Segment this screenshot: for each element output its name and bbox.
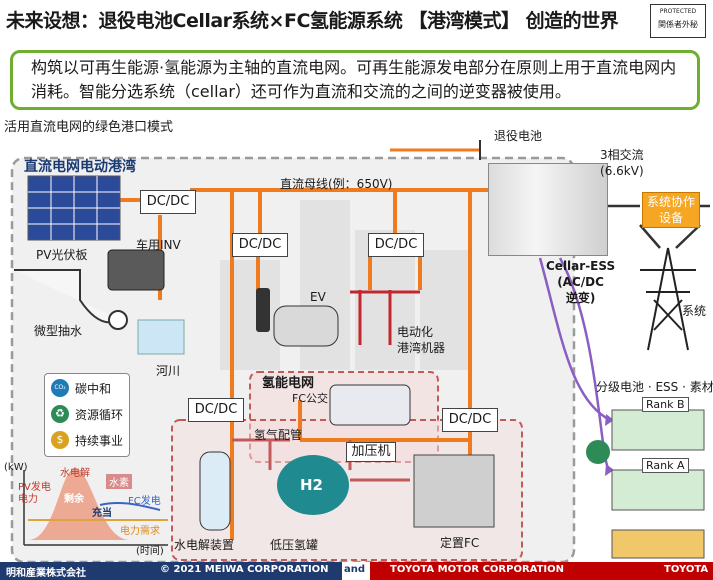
compressor-box: 加压机: [346, 442, 396, 462]
footer-toyota-corp: TOYOTA MOTOR CORPORATION: [390, 564, 565, 575]
rank-b-battery: [611, 409, 705, 451]
dcdc-box-pv: DC/DC: [140, 190, 196, 214]
coop-device-box: 系统协作 设备: [642, 192, 700, 228]
protected-label-jp: 関係者外秘: [658, 20, 698, 29]
ev-icon: [273, 305, 339, 347]
footer-and: and: [344, 564, 366, 575]
crane-icon: [350, 290, 420, 345]
micro-hydro-label: 微型抽水: [34, 324, 83, 338]
power-graph: [23, 468, 168, 546]
material-icon: [611, 529, 705, 559]
inv-label: 车用INV: [136, 238, 181, 252]
graph-fc-label: FC发电: [128, 496, 161, 507]
ship-icon: [137, 319, 185, 355]
coop-label: 系统协作 设备: [646, 195, 695, 225]
river-label: 河川: [156, 364, 181, 378]
graph-hydrogen-label: 水素: [106, 474, 132, 489]
grading-label: 分级电池 · ESS · 素材: [596, 380, 713, 394]
graph-surplus-label: 剩余: [64, 494, 84, 505]
h2-tank-icon: [277, 455, 349, 515]
fc-curve: [99, 501, 161, 511]
electrolyzer-icon: [199, 451, 231, 531]
graph-pv-label: PV发电 电力: [18, 482, 51, 505]
port-machine-label: 电动化 港湾机器: [397, 325, 446, 355]
legend-label: 持续事业: [75, 433, 124, 448]
footer-copyright: © 2021 MEIWA CORPORATION: [160, 564, 329, 575]
h2-pipe-label: 氢气配管: [254, 428, 303, 442]
electrolyzer-label: 水电解装置: [174, 538, 235, 552]
graph-charge-label: 充当: [92, 508, 112, 519]
grading-arrow-head: [605, 414, 614, 426]
intro-text: 构筑以可再生能源·氢能源为主轴的直流电网。可再生能源发电部分在原则上用于直流电网…: [10, 50, 700, 110]
graph-x-unit: (时间): [136, 546, 164, 557]
protected-stamp: PROTECTED 関係者外秘: [650, 4, 706, 38]
inverter-icon: [107, 249, 165, 291]
legend-item: ♻ 资源循环: [51, 405, 123, 423]
graph-demand-label: 电力需求: [120, 526, 160, 537]
money-bag-icon: $: [51, 431, 69, 449]
page-title: 未来设想：退役电池Cellar系统×FC氢能源系统 【港湾模式】 创造的世界: [6, 10, 619, 32]
fc-bus-icon: [329, 384, 411, 426]
dcdc-box-fc: DC/DC: [442, 408, 498, 432]
dc-bus-label: 直流母线(例：650V): [280, 177, 393, 191]
rank-a-label: Rank A: [642, 458, 689, 473]
protected-label: PROTECTED: [659, 8, 697, 15]
ev-label: EV: [310, 290, 326, 304]
zone-title: 直流电网电动港湾: [24, 159, 136, 175]
recycle-icon: ♻: [51, 405, 69, 423]
grading-arrow-head-2: [605, 464, 614, 476]
grid-label: 系统: [682, 304, 707, 318]
fc-bus-label: FC公交: [292, 392, 329, 405]
dcdc-box-ev: DC/DC: [232, 233, 288, 257]
legend-item: $ 持续事业: [51, 431, 123, 449]
rank-a-battery: [611, 469, 705, 511]
legend-item: CO₂ 碳中和: [51, 379, 111, 397]
graph-y-unit: (kW): [4, 462, 28, 473]
legend-label: 资源循环: [75, 407, 124, 422]
co2-icon: CO₂: [51, 379, 69, 397]
footer-bar-red: [370, 562, 713, 580]
graph-electrolysis-label: 水电解: [60, 468, 90, 479]
fc-stationary-label: 定置FC: [440, 536, 480, 550]
grading-arrows: [538, 257, 612, 472]
pv-panel-icon: [27, 175, 121, 241]
footer-meiwa: 明和産業株式会社: [6, 568, 86, 579]
three-phase-label: 3相交流 (6.6kV): [600, 148, 644, 178]
legend: CO₂ 碳中和 ♻ 资源循环 $ 持续事业: [44, 373, 130, 457]
h2-symbol: H2: [300, 476, 323, 494]
footer-toyota: TOYOTA: [664, 564, 709, 575]
cellar-label: Cellar-ESS (AC/DC 逆变): [546, 259, 616, 305]
h2-grid-label: 氢能电网: [262, 376, 315, 391]
legend-label: 碳中和: [75, 381, 112, 396]
dcdc-box-port: DC/DC: [368, 233, 424, 257]
fc-stationary-icon: [413, 454, 495, 528]
ac-lines: [608, 204, 710, 249]
subtitle: 活用直流电网的绿色港口模式: [4, 120, 174, 135]
recycle-icon-big: [586, 440, 610, 464]
dcdc-box-electrolyzer: DC/DC: [188, 398, 244, 422]
cellar-ess-icon: [488, 163, 608, 256]
pylon-icon: [640, 247, 696, 351]
tank-label: 低压氢罐: [270, 538, 319, 552]
ev-charger-icon: [256, 288, 270, 332]
rank-b-label: Rank B: [642, 397, 689, 412]
pv-label: PV光伏板: [36, 248, 88, 262]
retired-battery-label: 退役电池: [494, 129, 543, 143]
